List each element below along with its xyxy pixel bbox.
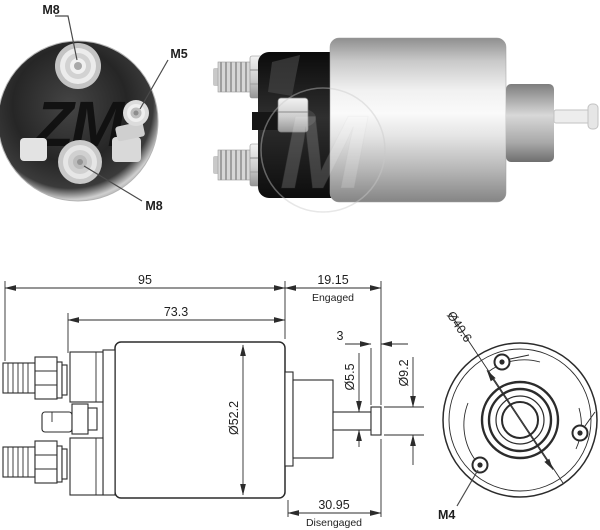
- stud-upper: [2, 356, 68, 400]
- rear-view-photo: ZM: [0, 3, 188, 213]
- dim-body-diameter: Ø52.2: [227, 401, 241, 435]
- leader-m8-bottom: [83, 165, 143, 202]
- m4-label: M4: [438, 508, 455, 522]
- front-boss: [506, 84, 554, 162]
- disengaged-label: Disengaged: [306, 517, 362, 529]
- dim-tip-diameter: Ø9.2: [397, 359, 411, 386]
- dim-engaged: 19.15: [317, 273, 348, 287]
- side-dimension-drawing: 95 73.3 19.15 Engaged 3 Ø5.5 Ø9.2 Ø52.2 …: [2, 273, 424, 529]
- dim-bolt-circle: Ø40.6: [444, 309, 475, 345]
- m8-top-label: M8: [42, 3, 59, 17]
- dim-tip-thickness: 3: [337, 329, 344, 343]
- m8-bottom-label: M8: [145, 199, 162, 213]
- washer-right: [112, 137, 141, 162]
- stud-lower: [2, 440, 68, 484]
- rod-tip: [370, 406, 382, 436]
- bolt-m8-bottom: [58, 140, 102, 184]
- bolt-m8-top: [55, 43, 101, 89]
- dimension-lines: [4, 281, 424, 517]
- plunger-pin-cap: [587, 103, 599, 130]
- stud-middle: [41, 403, 98, 435]
- dim-front-length: 73.3: [164, 305, 188, 319]
- bolt-m5: [123, 100, 149, 126]
- leader-m8-top: [55, 15, 78, 61]
- bearing-boss: [292, 379, 334, 459]
- side-view-photo: M: [213, 37, 599, 213]
- mounting-holes: [471, 353, 596, 474]
- brand-watermark: M: [260, 87, 386, 213]
- dim-disengaged: 30.95: [318, 498, 349, 512]
- end-plate: [284, 371, 294, 467]
- washer-left: [20, 138, 47, 161]
- dim-rod-diameter: Ø5.5: [343, 363, 357, 390]
- m5-label: M5: [170, 47, 187, 61]
- engaged-label: Engaged: [312, 292, 354, 304]
- dim-overall-length: 95: [138, 273, 152, 287]
- svg-text:M: M: [280, 95, 369, 211]
- plunger-rod: [332, 411, 372, 431]
- leader-m5: [139, 59, 169, 110]
- solenoid-rear-face: ZM: [0, 40, 159, 202]
- plunger-pin: [553, 109, 591, 124]
- bolt-circle-dimension: [449, 312, 564, 484]
- bracket-m5: [115, 121, 145, 142]
- front-dimension-drawing: Ø40.6 M4: [438, 309, 598, 522]
- solenoid-side-outline: [2, 341, 382, 499]
- leader-m4: [456, 469, 479, 507]
- plastic-end-cap: [252, 52, 346, 198]
